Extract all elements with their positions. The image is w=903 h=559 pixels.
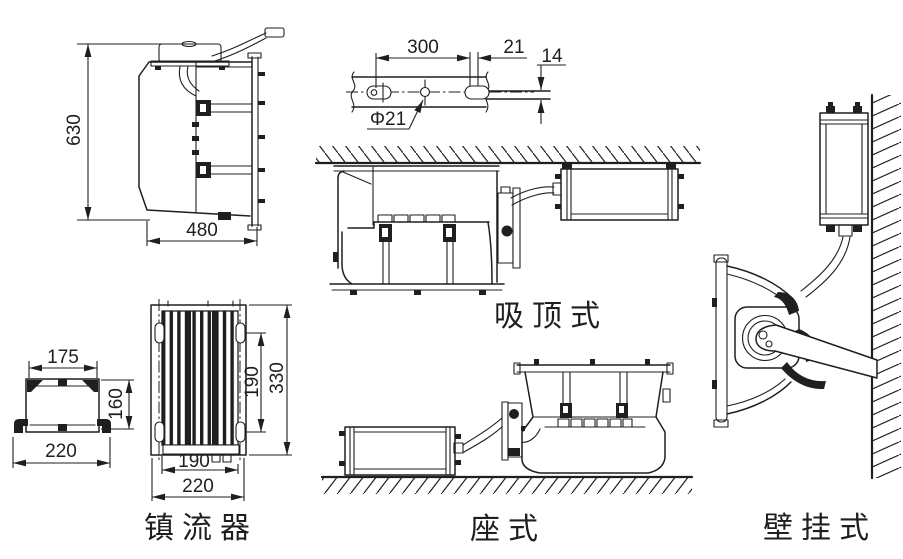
carry-handle bbox=[211, 27, 285, 62]
dimension-480: 480 bbox=[146, 220, 258, 246]
floor-mount-view: 座式 bbox=[320, 359, 694, 546]
cooling-fins bbox=[161, 310, 239, 446]
dim-label-175: 175 bbox=[47, 347, 79, 368]
dim-label-220-total: 220 bbox=[182, 476, 214, 497]
ceiling-mount-view: 吸顶式 bbox=[314, 146, 702, 333]
lamp-housing bbox=[138, 52, 265, 231]
dimension-630: 630 bbox=[64, 43, 163, 221]
dimension-220-end: 220 bbox=[12, 437, 111, 468]
dim-label-14: 14 bbox=[541, 46, 563, 67]
wall-mount-view: 壁挂式 bbox=[712, 93, 901, 545]
floodlight-side-view: 630 480 bbox=[64, 27, 285, 246]
ceiling-cable bbox=[510, 182, 563, 206]
dim-label-phi21: Φ21 bbox=[370, 109, 406, 130]
wall-cable bbox=[800, 236, 851, 298]
dim-label-480: 480 bbox=[186, 220, 218, 241]
ceiling-hatch bbox=[316, 146, 700, 163]
dimension-220-total: 220 bbox=[151, 458, 245, 501]
dim-label-190-holes: 190 bbox=[242, 366, 263, 398]
slot-hole-left bbox=[366, 82, 392, 103]
ground-hatch bbox=[322, 477, 692, 494]
dim-label-330: 330 bbox=[267, 362, 288, 394]
label-floor-mount: 座式 bbox=[470, 513, 546, 546]
dimension-190-holes: 190 bbox=[242, 332, 266, 433]
junction-box bbox=[150, 40, 230, 70]
dimension-14: 14 bbox=[537, 46, 566, 124]
label-ballast: 镇流器 bbox=[144, 512, 258, 545]
dim-label-190-body: 190 bbox=[178, 451, 210, 472]
wall-ballast bbox=[819, 102, 869, 237]
dimension-300: 300 bbox=[375, 37, 471, 88]
wall-arm bbox=[755, 324, 878, 379]
ceiling-junction-box bbox=[497, 186, 521, 269]
floor-lamp-body bbox=[513, 359, 674, 474]
dim-label-21: 21 bbox=[503, 37, 524, 58]
dim-label-630: 630 bbox=[64, 114, 85, 146]
mounting-plate-detail: 300 21 14 Φ21 bbox=[346, 37, 566, 130]
dimension-330: 330 bbox=[249, 304, 292, 456]
slot-hole-right bbox=[464, 85, 490, 100]
label-ceiling-mount: 吸顶式 bbox=[494, 300, 608, 333]
dimension-21: 21 bbox=[477, 37, 527, 86]
dimension-175: 175 bbox=[28, 347, 98, 378]
dimension-190-body: 190 bbox=[161, 451, 239, 474]
center-hole bbox=[419, 79, 431, 106]
ceiling-lamp-frame bbox=[333, 165, 500, 283]
ballast-top-view bbox=[150, 299, 247, 463]
dimension-160: 160 bbox=[101, 379, 134, 430]
dim-label-160: 160 bbox=[106, 388, 127, 420]
callout-hole-diameter: Φ21 bbox=[367, 99, 424, 130]
ballast-detail-view: 175 160 220 bbox=[12, 299, 292, 545]
dim-label-220-end: 220 bbox=[45, 441, 77, 462]
label-wall-mount: 壁挂式 bbox=[763, 512, 877, 545]
wall-hatch bbox=[872, 95, 901, 478]
dim-label-300: 300 bbox=[407, 37, 439, 58]
floor-ballast bbox=[339, 426, 464, 476]
wall-lamp bbox=[712, 254, 878, 428]
ballast-end-view bbox=[14, 378, 111, 433]
floor-junction-box bbox=[501, 401, 525, 461]
ceiling-lamp-body bbox=[329, 214, 505, 295]
ceiling-ballast bbox=[555, 163, 684, 221]
